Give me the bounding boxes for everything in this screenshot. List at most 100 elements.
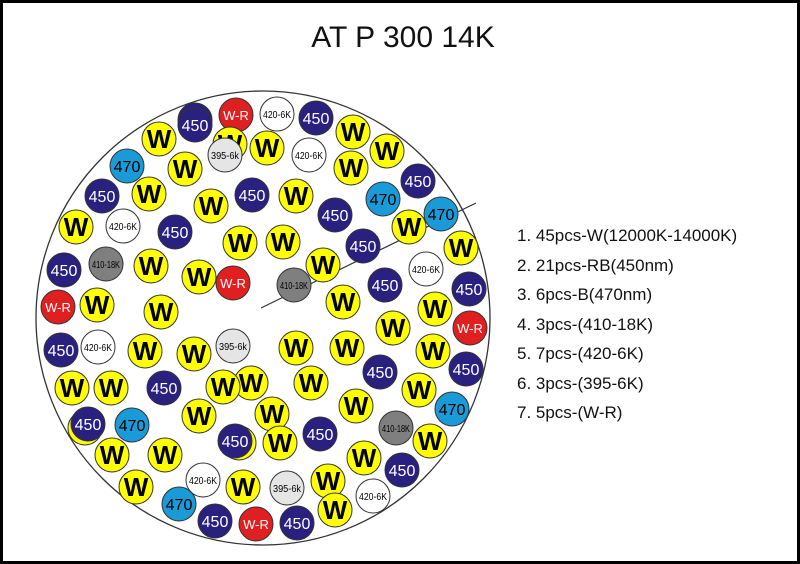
led-k420: 420-6K xyxy=(185,462,221,498)
legend-item-b: 3. 6pcs-B(470nm) xyxy=(517,285,653,304)
led-label: 420-6K xyxy=(189,476,217,487)
led-dot xyxy=(177,107,213,143)
led-label: W xyxy=(137,179,162,209)
led-dot xyxy=(185,462,221,498)
led-rb: 450 xyxy=(384,452,420,488)
led-label: W xyxy=(99,373,124,403)
led-dot xyxy=(329,330,365,366)
led-dot xyxy=(167,151,203,187)
led-rb: 450 xyxy=(146,370,182,406)
led-w: W xyxy=(225,469,261,505)
led-dot xyxy=(105,208,141,244)
led-dot xyxy=(448,351,484,387)
led-label: W xyxy=(85,290,110,320)
led-label: W xyxy=(133,336,158,366)
led-dot xyxy=(141,121,177,157)
led-w: W xyxy=(329,330,365,366)
led-rb: 450 xyxy=(43,332,79,368)
led-dot xyxy=(249,130,285,166)
led-dot xyxy=(279,505,315,541)
led-label: 450 xyxy=(303,111,330,128)
led-w: W xyxy=(143,294,179,330)
led-w: W xyxy=(79,287,115,323)
led-dot xyxy=(346,440,382,476)
led-label: W-R xyxy=(243,517,269,532)
led-dot xyxy=(181,398,217,434)
led-dot xyxy=(317,197,353,233)
led-k420: 420-6K xyxy=(408,251,444,287)
led-w: W xyxy=(181,259,217,295)
led-label: 420-6K xyxy=(84,343,112,354)
led-dot xyxy=(423,196,459,232)
led-label: 410-18K xyxy=(280,281,308,292)
led-label: W xyxy=(352,443,377,473)
led-w: W xyxy=(310,463,346,499)
legend-item-rb: 2. 21pcs-RB(450nm) xyxy=(517,255,674,275)
led-dot xyxy=(93,370,129,406)
led-label: 450 xyxy=(307,427,334,444)
led-w: W xyxy=(391,209,427,245)
led-label: 450 xyxy=(51,263,78,280)
led-label: W xyxy=(268,428,293,458)
led-label: W xyxy=(344,391,369,421)
led-w: W xyxy=(167,151,203,187)
led-dot xyxy=(412,423,448,459)
led-w: W xyxy=(412,423,448,459)
led-label: 395-6k xyxy=(219,342,248,353)
led-w: W xyxy=(335,114,371,150)
led-w: W xyxy=(278,178,314,214)
legend-item-410: 4. 3pcs-(410-18K) xyxy=(517,314,654,334)
led-dot xyxy=(408,251,444,287)
led-label: W xyxy=(299,368,324,398)
led-dot xyxy=(302,416,338,452)
led-wr: W-R xyxy=(452,310,488,346)
led-w: W xyxy=(205,369,241,405)
led-dot xyxy=(84,178,120,214)
led-dot xyxy=(193,188,229,224)
led-w: W xyxy=(333,150,369,186)
led-label: W xyxy=(187,401,212,431)
led-dot xyxy=(262,425,298,461)
led-label: W xyxy=(284,333,309,363)
led-label: 450 xyxy=(151,381,178,398)
led-label: W xyxy=(323,495,348,525)
led-dot xyxy=(70,406,106,442)
led-k420: 420-6K xyxy=(105,208,141,244)
led-w: W xyxy=(93,370,129,406)
led-w: W xyxy=(346,440,382,476)
led-label: W-R xyxy=(457,321,483,336)
led-label: W-R xyxy=(223,108,249,123)
led-label: 450 xyxy=(284,516,311,533)
led-dot xyxy=(265,224,301,260)
led-dot xyxy=(417,291,453,327)
led-rb: 450 xyxy=(345,228,381,264)
led-w: W xyxy=(415,333,451,369)
led-dot xyxy=(369,133,405,169)
led-dot xyxy=(114,407,150,443)
led-label: 410-18K xyxy=(92,260,120,271)
led-w: W xyxy=(233,365,269,401)
led-dot xyxy=(400,163,436,199)
led-label: 450 xyxy=(367,365,394,382)
led-w: W xyxy=(401,372,437,408)
led-layer: 450W-R420-6K450W450W395-6kW420-6KWW470WW… xyxy=(40,96,488,542)
led-dot xyxy=(215,265,251,301)
led-dot xyxy=(146,370,182,406)
led-label: W xyxy=(339,153,364,183)
led-label: 395-6k xyxy=(273,484,302,495)
led-dot xyxy=(161,486,197,522)
led-dot xyxy=(234,177,270,213)
led-dot xyxy=(362,354,398,390)
led-w: W xyxy=(375,310,411,346)
led-w: W xyxy=(338,388,374,424)
legend-item-395: 6. 3pcs-(395-6K) xyxy=(517,373,644,393)
led-label: W xyxy=(211,372,236,402)
led-rb: 450 xyxy=(298,100,334,136)
led-rb: 450 xyxy=(157,214,193,250)
led-dot xyxy=(46,252,82,288)
led-b: 470 xyxy=(365,181,401,217)
legend: 1. 45pcs-W(12000K-14000K) 2. 21pcs-RB(45… xyxy=(517,221,737,428)
led-label: W xyxy=(375,136,400,166)
led-dot xyxy=(207,137,243,173)
led-label: W-R xyxy=(45,300,71,315)
